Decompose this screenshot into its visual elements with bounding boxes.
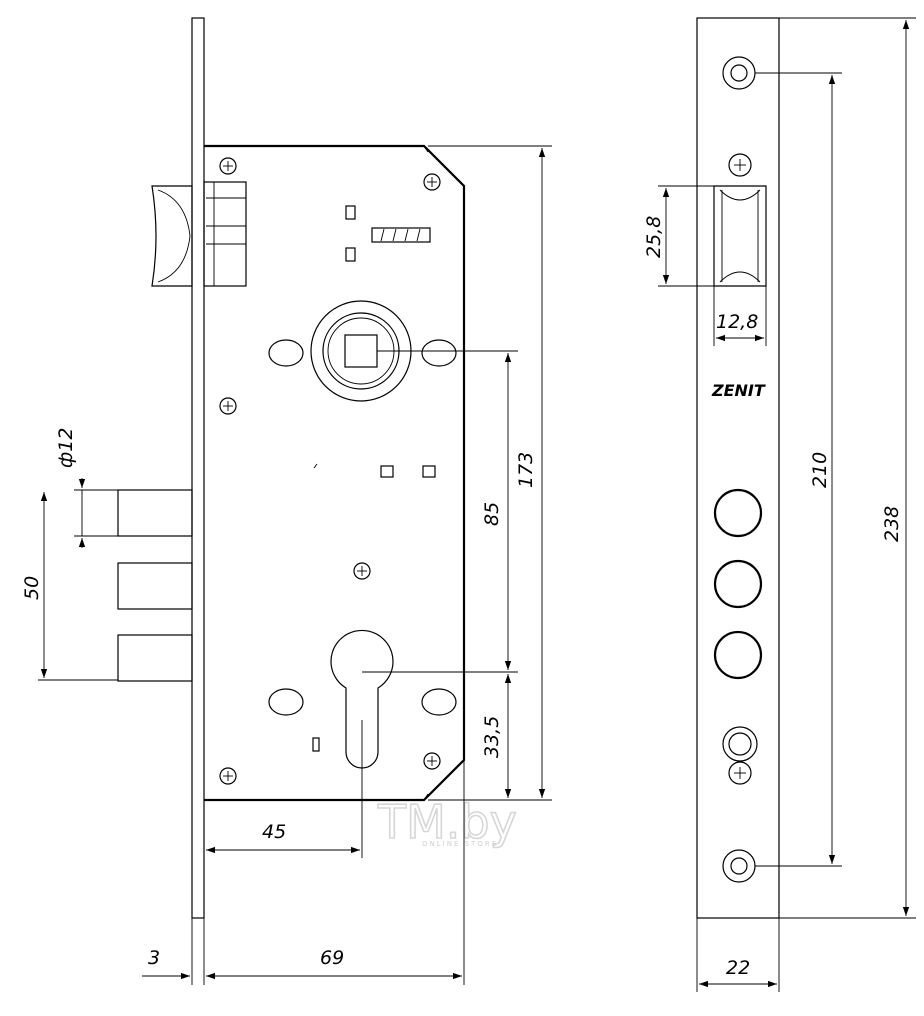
dim-faceplate-thickness: 3 [148, 947, 160, 969]
dim-body-height: 173 [515, 452, 537, 488]
deadbolt [117, 489, 193, 537]
case-screw-icon [423, 173, 441, 191]
dim-screw-spacing: 210 [809, 452, 831, 488]
deadbolt-hole [713, 630, 763, 680]
dim-bolt-diameter: ф12 [55, 428, 77, 468]
mounting-hole [268, 339, 304, 367]
lock-front-view [117, 17, 466, 919]
case-screw-icon [423, 752, 441, 770]
case-screw-icon [219, 767, 237, 785]
case-screw-icon [219, 397, 237, 415]
watermark: TM.by ONLINE STORE [376, 794, 517, 850]
dim-backset-to-cylinder: 45 [262, 821, 286, 843]
dim-faceplate-height: 238 [881, 506, 903, 542]
internal-slots [312, 205, 436, 752]
mounting-hole [268, 688, 304, 716]
mounting-hole [421, 688, 457, 716]
latch-bolt [151, 181, 247, 287]
front-dimensions: 3 69 45 ф12 50 85 173 33,5 [21, 145, 552, 985]
latch-bolt-face [713, 185, 767, 287]
dim-bolt-span: 50 [21, 576, 43, 600]
brand-label: ZENIT [711, 381, 766, 400]
faceplate-dimensions: 25,8 12,8 210 238 22 [643, 17, 916, 992]
deadbolts [117, 489, 193, 682]
mounting-hole [421, 339, 457, 367]
faceplate-front-view: ZENIT [696, 17, 780, 919]
cylinder-cutout [330, 629, 394, 769]
dim-cylinder-offset: 33,5 [481, 716, 503, 758]
dim-backset-width: 69 [320, 947, 344, 969]
dim-latch-width: 12,8 [716, 311, 758, 333]
faceplate-screw-icon [728, 761, 752, 785]
deadbolt [117, 562, 193, 610]
dim-latch-height: 25,8 [643, 216, 665, 258]
fixing-hole-icon [722, 56, 756, 90]
fixing-hole-icon [722, 849, 756, 883]
lock-case [204, 144, 466, 802]
watermark-caption: ONLINE STORE [422, 840, 498, 848]
faceplate-screw-icon [728, 153, 752, 177]
deadbolt-hole [713, 559, 763, 609]
auxiliary-latch [722, 726, 758, 762]
case-screw-icon [353, 562, 371, 580]
case-screw-icon [219, 157, 237, 175]
dim-handle-to-cylinder: 85 [481, 502, 503, 526]
dim-faceplate-width: 22 [726, 957, 750, 979]
faceplate [696, 17, 780, 919]
deadbolt-hole [713, 488, 763, 538]
deadbolt [117, 634, 193, 682]
faceplate-side [191, 17, 205, 919]
watermark-logo: TM.by [377, 795, 517, 849]
